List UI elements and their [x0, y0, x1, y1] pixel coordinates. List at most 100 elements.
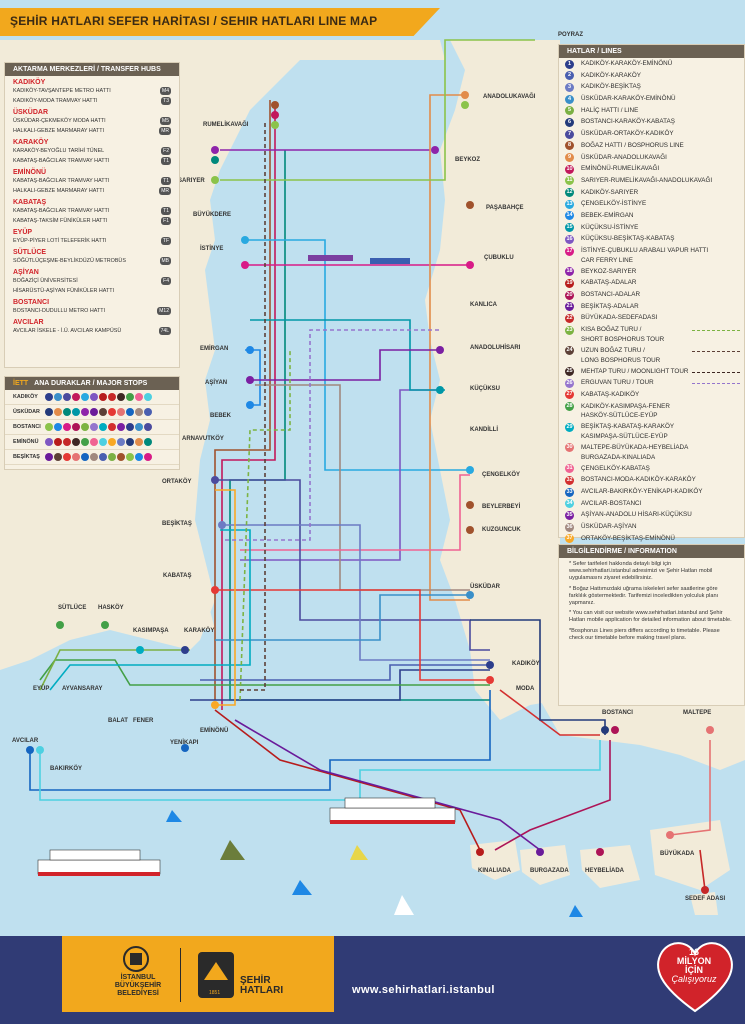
transit-badge: F4 [161, 277, 171, 285]
pier-sedefadasi[interactable]: SEDEF ADASI [685, 896, 726, 902]
pier-asiyan[interactable]: AŞİYAN [205, 380, 228, 386]
pier-buyukdere[interactable]: BÜYÜKDERE [193, 212, 232, 218]
pier-haskoy[interactable]: HASKÖY [98, 605, 124, 611]
line-dot [117, 453, 125, 461]
pier-heybeliada[interactable]: HEYBELİADA [585, 868, 625, 874]
pier-istinye[interactable]: İSTİNYE [200, 246, 224, 252]
pier-rumelikavagi[interactable]: RUMELİKAVAĞI [203, 122, 249, 128]
pier-bakirkoy[interactable]: BAKIRKÖY [50, 766, 83, 772]
pier-kinaliada[interactable]: KINALIADA [478, 868, 511, 874]
line-dot [45, 438, 53, 446]
pier-avcilar[interactable]: AVCILAR [12, 738, 39, 744]
pier-emirgan[interactable]: EMİRGAN [200, 346, 229, 352]
page-title: ŞEHİR HATLARI SEFER HARİTASI / SEHIR HAT… [10, 14, 378, 28]
pier-fener[interactable]: FENER [133, 718, 154, 724]
pier-maltepe[interactable]: MALTEPE [683, 710, 712, 716]
pier-poyraz[interactable]: POYRAZ [558, 32, 584, 38]
pier-arnavutkoy[interactable]: ARNAVUTKÖY [182, 436, 224, 442]
line-number-badge: 35 [565, 510, 574, 520]
pier-kadikoy[interactable]: KADIKÖY [512, 661, 540, 667]
pier-sutluce[interactable]: SÜTLÜCE [58, 605, 87, 611]
pier-yenikapi[interactable]: YENİKAPI [170, 740, 199, 746]
pier-eyup[interactable]: EYÜP [33, 686, 50, 692]
pier-karakoy[interactable]: KARAKÖY [184, 628, 215, 634]
line-dot [81, 453, 89, 461]
pier-burgazada[interactable]: BURGAZADA [530, 868, 569, 874]
pier-kasimpasa[interactable]: KASIMPAŞA [133, 628, 169, 634]
pier-marker [211, 176, 219, 184]
pier-besiktas[interactable]: BEŞİKTAŞ [162, 521, 192, 527]
line-legend-item-cont: KASIMPAŞA-SÜTLÜCE-EYÜP [559, 433, 744, 442]
pier-kuzguncuk[interactable]: KUZGUNCUK [482, 527, 521, 533]
pier-anadoluhisari[interactable]: ANADOLUHİSARI [470, 345, 521, 351]
line-label: KÜÇÜKSU-İSTİNYE [581, 223, 639, 231]
pier-ayvansaray[interactable]: AYVANSARAY [62, 686, 103, 692]
pier-sariyer[interactable]: SARIYER [178, 178, 205, 184]
pier-beylerbeyi[interactable]: BEYLERBEYİ [482, 504, 521, 510]
pier-kucuksu[interactable]: KÜÇÜKSU [470, 386, 500, 392]
pier-kanlica[interactable]: KANLICA [470, 302, 497, 308]
pier-pasabahce[interactable]: PAŞABAHÇE [486, 205, 524, 211]
line-label: MEHTAP TURU / MOONLIGHT TOUR [581, 367, 689, 375]
pier-balat[interactable]: BALAT [108, 718, 128, 724]
pier-anadolukavagi[interactable]: ANADOLUKAVAĞI [483, 94, 536, 100]
pier-beykoz[interactable]: BEYKOZ [455, 157, 481, 163]
pier-eminonu[interactable]: EMİNÖNÜ [200, 728, 229, 734]
pier-marker [211, 156, 219, 164]
pier-ortakoy[interactable]: ORTAKÖY [162, 479, 192, 485]
website-link[interactable]: www.sehirhatlari.istanbul [352, 984, 495, 996]
pier-marker [701, 886, 709, 894]
pier-cubuklu[interactable]: ÇUBUKLU [484, 255, 514, 261]
pier-cengelkoy[interactable]: ÇENGELKÖY [482, 472, 521, 478]
pier-uskudar[interactable]: ÜSKÜDAR [470, 584, 500, 590]
line-dot [45, 423, 53, 431]
pier-buyukada[interactable]: BÜYÜKADA [660, 851, 695, 857]
pier-moda[interactable]: MODA [516, 686, 535, 692]
pier-bostanci[interactable]: BOSTANCI [602, 710, 633, 716]
pier-bebek[interactable]: BEBEK [210, 413, 232, 419]
pier-kabatas[interactable]: KABATAŞ [163, 573, 192, 579]
line-dot [117, 438, 125, 446]
pier-kandilli[interactable]: KANDİLLİ [470, 427, 498, 433]
